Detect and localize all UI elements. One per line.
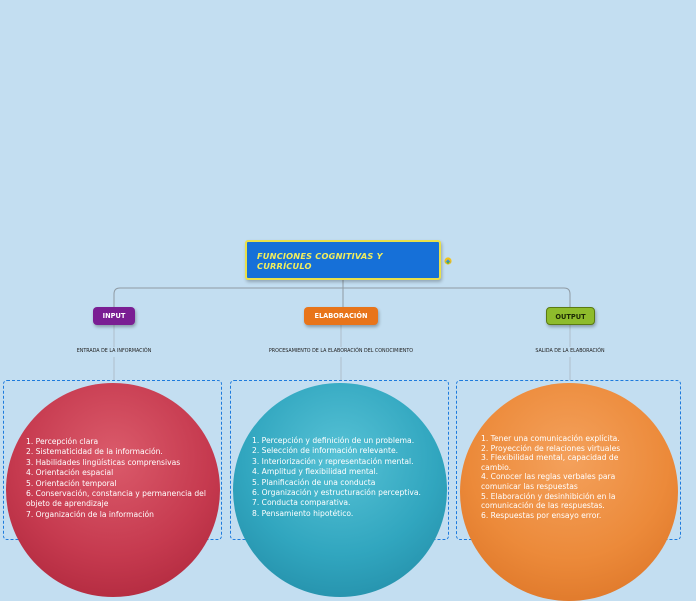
subtopic-output[interactable]: SALIDA DE LA ELABORACIÓN [535,349,605,354]
subtopic-elaboracion[interactable]: PROCESAMIENTO DE LA ELABORACIÓN DEL CONO… [268,349,414,354]
list-item: 1. Tener una comunicación explícita. [481,434,620,443]
list-item: 4. Conocer las reglas verbales para comu… [481,472,616,491]
central-topic-title: FUNCIONES COGNITIVAS Y CURRÍCULO [257,251,383,271]
branch-input[interactable]: INPUT [93,307,135,325]
list-item: 2. Proyección de relaciones virtuales [481,443,621,453]
central-topic[interactable]: FUNCIONES COGNITIVAS Y CURRÍCULO [245,240,441,280]
list-item: 5. Planificación de una conducta [252,477,376,487]
branch-output[interactable]: OUTPUT [546,307,595,325]
link-icon[interactable] [444,257,452,265]
list-item: 4. Orientación espacial [26,468,114,478]
item-list-output: 1. Tener una comunicación explícita. 2. … [481,434,641,520]
list-item: 5. Elaboración y desinhibición en la com… [481,491,616,511]
connector-to-output [343,287,571,307]
list-item: 4. Amplitud y flexibilidad mental. [252,467,379,477]
list-item: 6. Respuestas por ensayo error. [481,510,602,520]
list-item: 2. Selección de información relevante. [252,446,399,456]
branch-elaboracion[interactable]: ELABORACIÓN [304,307,378,325]
list-item: 5. Orientación temporal [26,478,117,488]
list-item: 7. Organización de la información [26,509,154,519]
subtopic-input[interactable]: ENTRADA DE LA INFORMACIÓN [76,349,152,354]
list-item: 2. Sistematicidad de la información. [26,447,163,457]
list-item: 6. Organización y estructuración percept… [252,488,421,498]
list-item: 3. Flexibilidad mental, capacidad de cam… [481,453,619,472]
list-item: 6. Conservación, constancia y permanenci… [26,489,206,509]
list-item: 1. Percepción y definición de un problem… [252,436,415,445]
list-item: 3. Interiorización y representación ment… [252,456,414,466]
list-item: 8. Pensamiento hipotético. [252,508,354,518]
topic-circle-output[interactable]: 1. Tener una comunicación explícita. 2. … [460,383,678,601]
item-list-elaboracion: 1. Percepción y definición de un problem… [252,436,437,519]
item-list-input: 1. Percepción clara 2. Sistematicidad de… [26,437,206,520]
connector-lines [113,280,571,380]
list-item: 1. Percepción clara [26,437,99,446]
list-item: 7. Conducta comparativa. [252,498,351,508]
topic-circle-input[interactable]: 1. Percepción clara 2. Sistematicidad de… [6,383,220,597]
connector-to-input [113,287,343,307]
topic-circle-elaboracion[interactable]: 1. Percepción y definición de un problem… [233,383,447,597]
list-item: 3. Habilidades lingüísticas comprensivas [26,457,181,467]
